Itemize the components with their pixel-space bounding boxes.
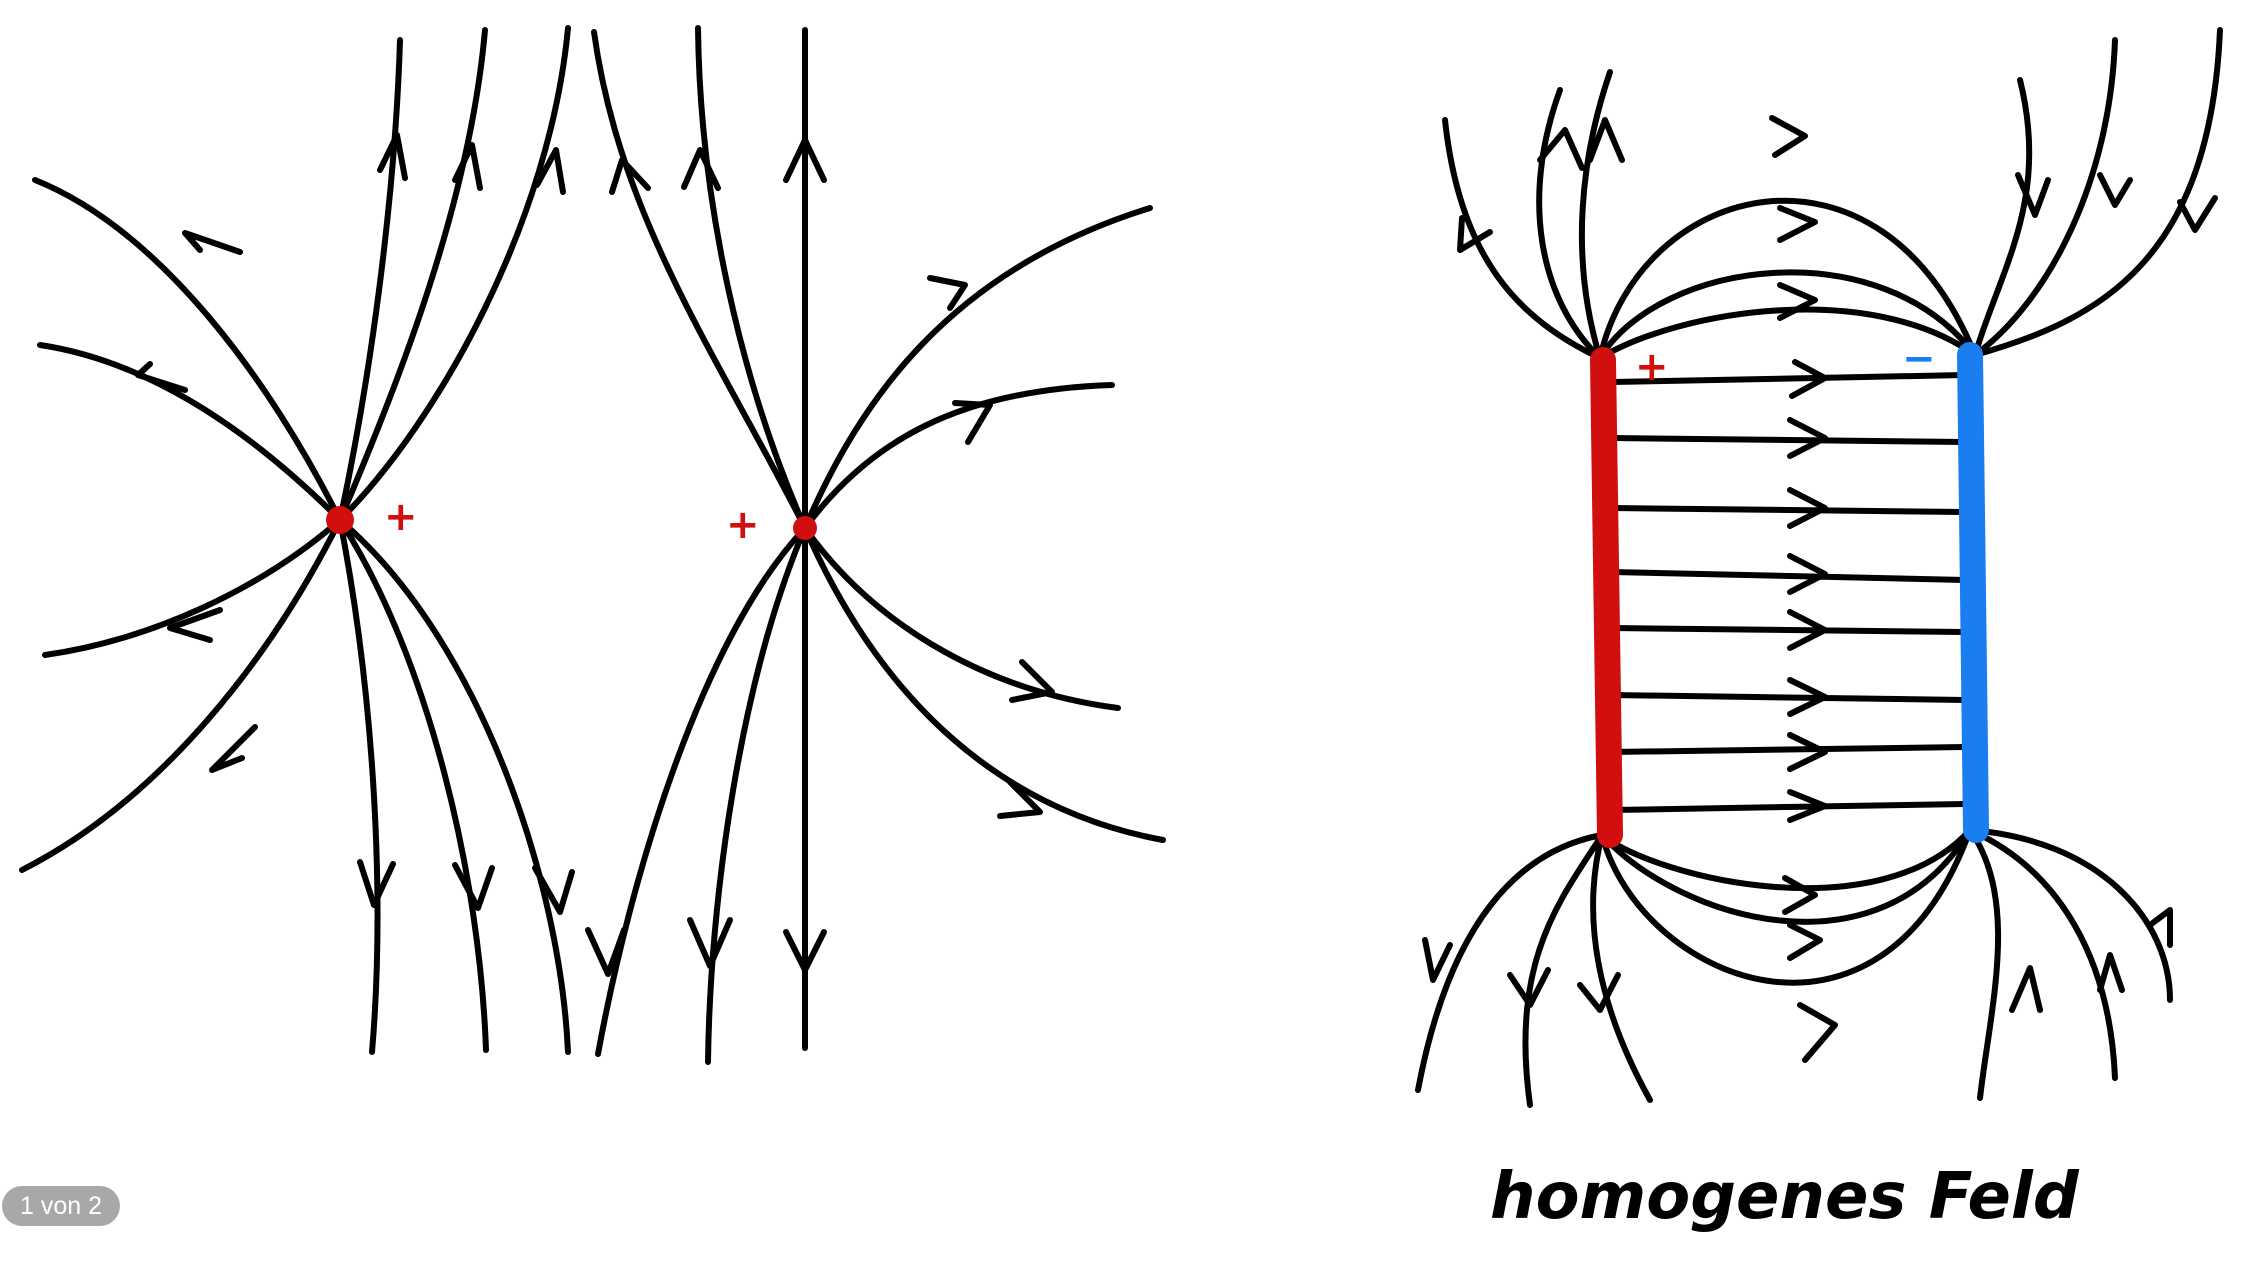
diagram-caption: homogenes Feld: [1490, 1160, 2080, 1234]
left-charge-sign: +: [384, 494, 418, 540]
left-positive-charge: [326, 506, 354, 534]
positive-plate: [1590, 347, 1623, 848]
negative-plate-sign: −: [1902, 336, 1936, 382]
positive-plate-sign: +: [1635, 344, 1669, 390]
right-positive-charge: [793, 516, 817, 540]
right-charge-sign: +: [726, 502, 760, 548]
homogeneous-field-diagram: [1415, 27, 2223, 1108]
page-indicator: 1 von 2: [2, 1186, 121, 1226]
two-positive-charges-diagram: [19, 25, 1166, 1065]
negative-plate: [1957, 342, 1989, 843]
